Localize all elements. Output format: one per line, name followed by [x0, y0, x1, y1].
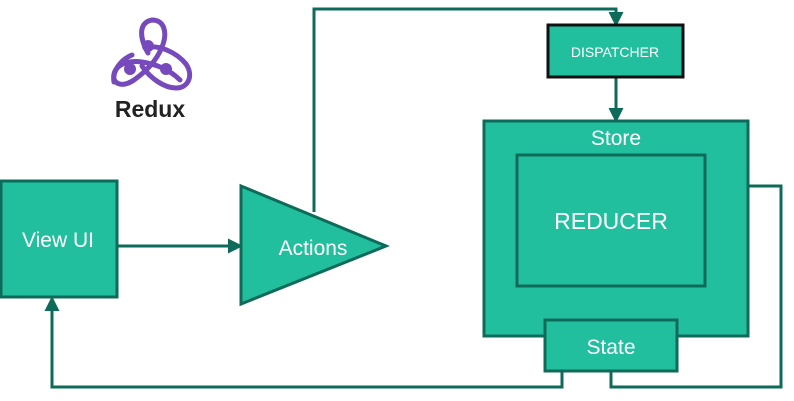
- redux-logo-text: Redux: [115, 96, 186, 122]
- view-ui-node: View UI: [0, 179, 119, 299]
- dispatcher-node: DISPATCHER: [546, 23, 685, 79]
- arrow-state-to-view: [44, 296, 564, 389]
- state-box: [543, 318, 679, 373]
- arrow-actions-to-dispatcher: [312, 7, 624, 212]
- state-label: State: [586, 336, 635, 359]
- store-label: Store: [591, 127, 641, 150]
- connectors: [44, 7, 783, 389]
- redux-atom-icon: [111, 17, 193, 91]
- reducer-box: [515, 153, 707, 288]
- actions-label: Actions: [279, 237, 348, 260]
- redux-atom-node-right: [160, 63, 172, 75]
- arrow-state-to-reducer: [609, 178, 783, 389]
- state-node: State: [543, 318, 679, 373]
- redux-atom-node-top: [142, 40, 154, 52]
- actions-node: Actions: [239, 183, 390, 307]
- view-ui-box: [0, 179, 119, 299]
- redux-logo: Redux: [111, 17, 193, 122]
- view-ui-label: View UI: [22, 229, 94, 252]
- dispatcher-label: DISPATCHER: [571, 44, 659, 60]
- dispatcher-box: [546, 23, 685, 79]
- reducer-label: REDUCER: [554, 208, 668, 234]
- reducer-node: REDUCER: [515, 153, 707, 288]
- redux-atom-node-left: [124, 63, 136, 75]
- actions-triangle: [239, 183, 390, 307]
